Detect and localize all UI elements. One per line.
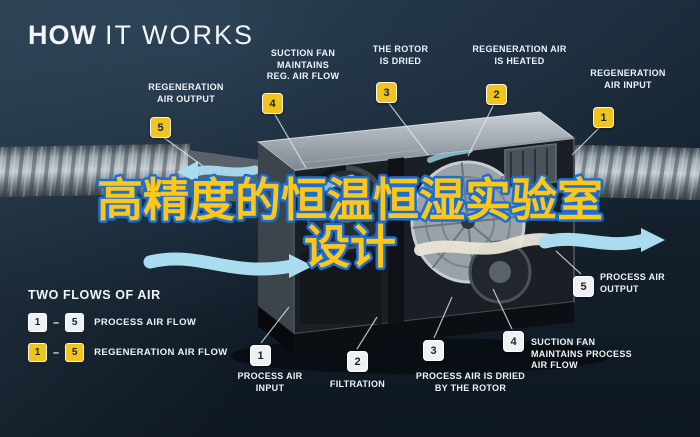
title-light-part: IT WORKS bbox=[104, 20, 254, 50]
legend-row-process: 1 – 5 PROCESS AIR FLOW bbox=[28, 313, 196, 332]
callout-number-badge: 5 bbox=[573, 276, 594, 297]
headline-line1: 高精度的恒温恒湿实验室 bbox=[97, 174, 603, 226]
callout-number-badge: 1 bbox=[593, 107, 614, 128]
callout-number-badge: 3 bbox=[423, 340, 444, 361]
callout-label: SUCTION FAN MAINTAINS REG. AIR FLOW bbox=[266, 48, 340, 82]
callout-label: SUCTION FAN MAINTAINS PROCESS AIR FLOW bbox=[531, 337, 632, 371]
callout-label: PROCESS AIR IS DRIED BY THE ROTOR bbox=[415, 371, 526, 393]
right-duct bbox=[544, 144, 700, 201]
legend-label-process: PROCESS AIR FLOW bbox=[94, 317, 197, 328]
callout-number-badge: 3 bbox=[376, 82, 397, 103]
duct-funnel bbox=[188, 150, 260, 204]
callout-number-badge: 5 bbox=[150, 117, 171, 138]
headline-line2: 设计 bbox=[304, 221, 396, 273]
callout-number-badge: 1 bbox=[250, 345, 271, 366]
legend-range-dash: – bbox=[53, 346, 60, 359]
callout-number-badge: 4 bbox=[503, 331, 524, 352]
legend-chip-process-start: 1 bbox=[28, 313, 47, 332]
callout-label: REGENERATION AIR OUTPUT bbox=[148, 82, 224, 104]
callout-number-badge: 2 bbox=[347, 351, 368, 372]
callout-label: REGENERATION AIR INPUT bbox=[590, 68, 666, 90]
callout-label: REGENERATION AIR IS HEATED bbox=[472, 44, 567, 66]
callout-label: PROCESS AIR INPUT bbox=[237, 371, 303, 393]
leader-lines bbox=[162, 101, 601, 350]
legend-chip-regen-end: 5 bbox=[65, 343, 85, 362]
headline-overlay: 高精度的恒温恒湿实验室 设计 bbox=[95, 172, 606, 276]
title-bold-part: HOW bbox=[28, 20, 97, 50]
legend-range-dash: – bbox=[53, 316, 60, 329]
internal-airflow-arrow bbox=[306, 174, 356, 200]
process-air-out-ribbon bbox=[538, 228, 665, 252]
callout-number-badge: 2 bbox=[486, 84, 507, 105]
regeneration-heater bbox=[504, 143, 557, 189]
legend-chip-process-end: 5 bbox=[65, 313, 85, 332]
legend-row-regeneration: 1 – 5 REGENERATION AIR FLOW bbox=[28, 343, 228, 362]
regeneration-airflow-ribbon bbox=[177, 161, 260, 183]
callout-label: PROCESS AIR OUTPUT bbox=[600, 272, 665, 294]
divider-panel bbox=[388, 148, 404, 334]
legend-heading: TWO FLOWS OF AIR bbox=[28, 288, 161, 302]
left-duct bbox=[0, 143, 191, 198]
callout-label: THE ROTOR IS DRIED bbox=[372, 44, 429, 66]
legend-chip-regen-start: 1 bbox=[28, 343, 47, 362]
process-fan-right bbox=[468, 240, 532, 304]
callout-label: FILTRATION bbox=[329, 379, 386, 389]
internal-duct-band bbox=[414, 233, 556, 256]
callout-number-badge: 4 bbox=[262, 93, 283, 114]
lower-left-housing bbox=[300, 252, 382, 324]
process-air-in-ribbon bbox=[143, 252, 313, 278]
internal-airflow-arrow-2 bbox=[427, 147, 473, 163]
legend-label-regeneration: REGENERATION AIR FLOW bbox=[94, 347, 228, 358]
